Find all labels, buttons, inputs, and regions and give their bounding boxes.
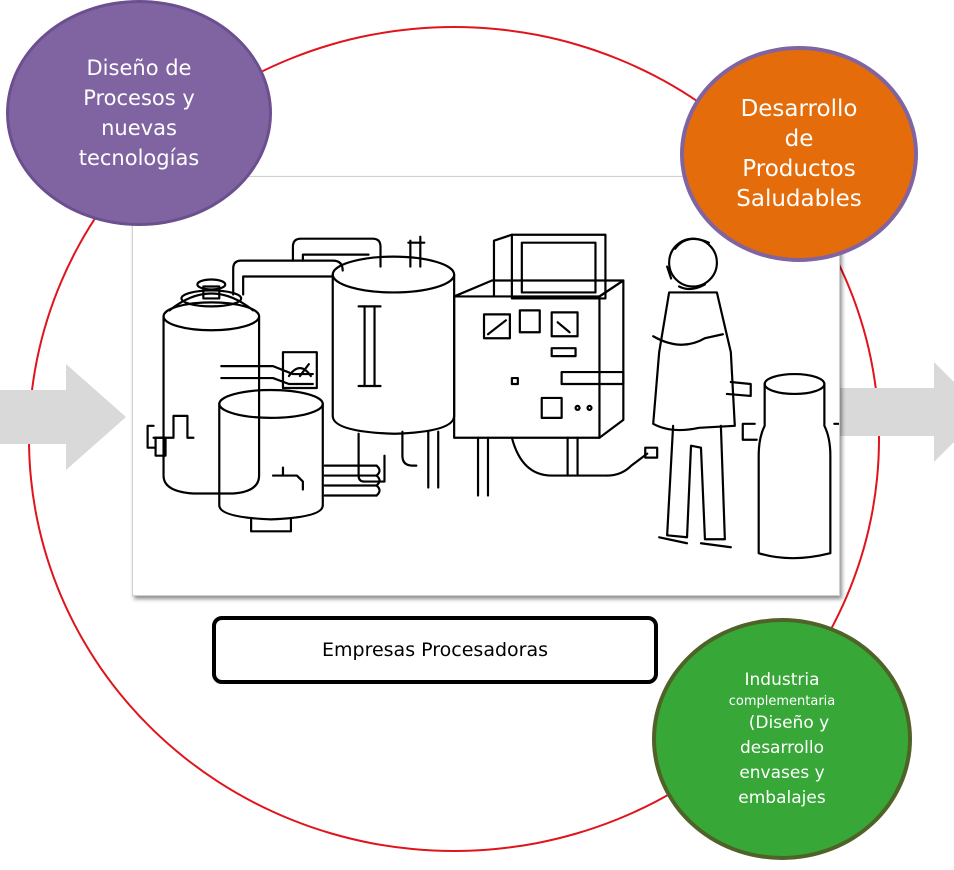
design-line: nuevas [101,116,177,140]
design-line: tecnologías [78,146,200,170]
packaging-line: complementaria [728,693,836,709]
packaging-line: embalajes [738,787,826,808]
packaging-line: Industria [744,669,820,690]
design-line: Diseño de [86,56,192,80]
center-label: Empresas Procesadoras [322,639,548,661]
health-line: de [784,126,814,152]
center-label-box: Empresas Procesadoras [212,616,658,684]
output-arrow-icon [818,362,954,462]
health-line: Saludables [736,186,862,212]
health-line: Desarrollo [740,96,858,122]
health-products-bubble: Desarrollo de Productos Saludables [680,46,918,262]
factory-equipment-image [146,233,839,560]
input-arrow-icon [0,364,126,470]
design-bubble: Diseño de Procesos y nuevas tecnologías [6,0,272,226]
packaging-line: envases y [739,762,825,783]
health-line: Productos [742,156,856,182]
design-line: Procesos y [83,86,195,110]
packaging-line: (Diseño y [748,712,830,733]
factory-illustration [132,176,840,596]
packaging-bubble: Industria complementaria (Diseño y desar… [652,618,912,860]
packaging-line: desarrollo [739,737,825,758]
